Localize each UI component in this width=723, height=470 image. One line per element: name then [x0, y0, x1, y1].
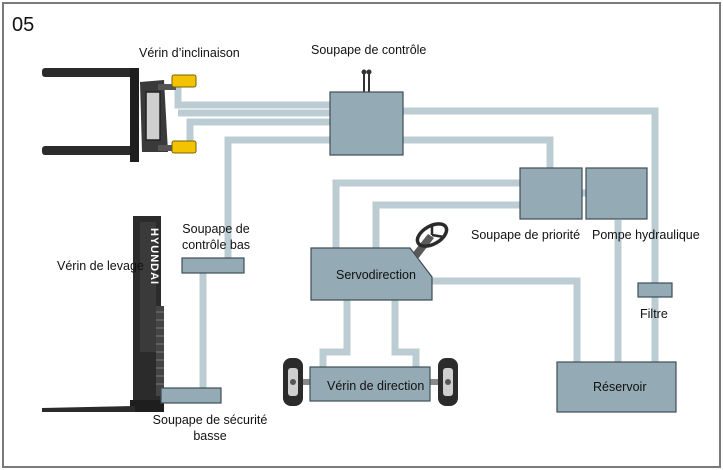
label-reservoir: Réservoir: [593, 380, 647, 394]
tilt-cylinder-upper: [171, 74, 197, 88]
pipe-control-to-priority: [403, 136, 554, 168]
pipe-tilt-lower: [186, 118, 330, 147]
label-lower-control-valve-2: contrôle bas: [182, 238, 250, 252]
label-lowering-safety-valve-2: basse: [193, 429, 226, 443]
fork-bottom: [42, 406, 135, 412]
control-valve-knob-1: [361, 69, 367, 75]
pipe-return-to-filter: [403, 107, 659, 283]
label-tilt-cylinder: Vérin d’inclinaison: [139, 46, 240, 60]
label-priority-valve: Soupape de priorité: [471, 228, 580, 242]
fork-top-lower: [42, 146, 134, 155]
carriage-plate: [130, 68, 139, 162]
priority-valve-box: [519, 167, 583, 220]
carriage-shaft: [158, 84, 176, 90]
wheel-right: [438, 358, 458, 406]
lift-mast: HYUNDAI: [42, 216, 164, 412]
pipe-priority-to-steering-a: [332, 179, 520, 248]
fork-top-upper: [42, 68, 134, 77]
label-lift-cylinder: Vérin de levage: [57, 259, 144, 273]
carriage-bracket-window: [145, 91, 161, 141]
figure-number: 05: [12, 14, 34, 36]
fork-carriage-top: [42, 68, 176, 162]
steering-wheel-icon: [415, 222, 449, 248]
reservoir-box: [556, 361, 677, 413]
steering-unit: [310, 222, 449, 301]
label-control-valve: Soupape de contrôle: [311, 43, 426, 57]
label-lower-control-valve-1: Soupape de: [182, 222, 249, 236]
label-hydraulic-pump: Pompe hydraulique: [592, 228, 700, 242]
mast-base: [130, 400, 164, 412]
pipe-steering-to-reservoir: [432, 277, 581, 362]
pipe-tilt-upper: [174, 82, 330, 109]
mast-inner: [140, 222, 156, 352]
mast-chain-links: [156, 311, 164, 385]
lower-control-valve-box: [181, 257, 245, 274]
steering-cylinder-box: [309, 366, 431, 402]
label-lowering-safety-valve-1: Soupape de sécurité: [153, 413, 268, 427]
wheel-left: [283, 358, 303, 406]
tilt-cylinder-lower: [171, 140, 197, 154]
filter-box: [637, 282, 673, 298]
pipe-priority-to-steering-b: [372, 201, 520, 248]
pipe-steering-to-cylinder-a: [319, 300, 351, 367]
steering-unit-box: [310, 247, 433, 301]
label-steering-cylinder: Vérin de direction: [327, 379, 424, 393]
pipe-steering-to-cylinder-b: [391, 300, 420, 367]
control-valve-knob-2: [366, 69, 372, 75]
control-valve-box: [329, 91, 404, 156]
carriage-shaft-2: [158, 145, 176, 151]
hydraulic-pump-box: [585, 167, 648, 220]
label-steering-unit: Servodirection: [336, 268, 416, 282]
steering-axle: [283, 358, 458, 406]
label-filter: Filtre: [640, 307, 668, 321]
pipe-control-to-lower-valve: [224, 136, 330, 258]
lowering-safety-valve-box: [160, 387, 222, 404]
tilt-cylinder: [171, 74, 197, 154]
mast-brand-text: HYUNDAI: [148, 228, 160, 285]
mast-chain: [156, 306, 164, 396]
hydraulic-lines: [174, 82, 659, 390]
control-valve: [329, 69, 404, 156]
